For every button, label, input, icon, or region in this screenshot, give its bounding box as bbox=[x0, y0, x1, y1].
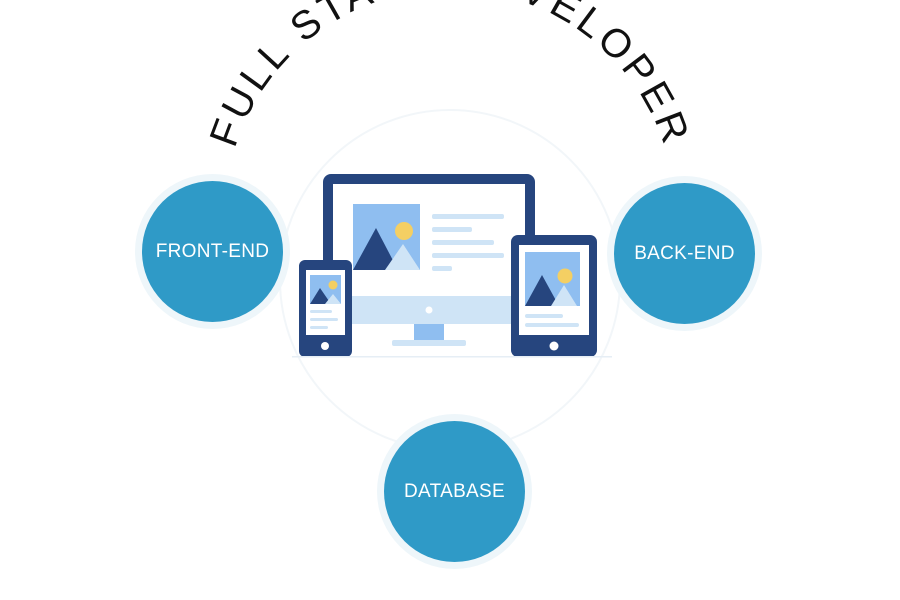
frontend-node: FRONT-END bbox=[135, 174, 290, 329]
backend-node: BACK-END bbox=[607, 176, 762, 331]
database-node: DATABASE bbox=[377, 414, 532, 569]
database-label: DATABASE bbox=[404, 480, 505, 502]
phone-icon bbox=[299, 260, 352, 357]
database-node-circle: DATABASE bbox=[384, 421, 525, 562]
responsive-devices-icon bbox=[292, 174, 612, 358]
backend-node-circle: BACK-END bbox=[614, 183, 755, 324]
frontend-label: FRONT-END bbox=[155, 240, 270, 262]
diagram-title: FULL STACK DEVELOPER bbox=[202, 0, 699, 152]
frontend-node-circle: FRONT-END bbox=[142, 181, 283, 322]
backend-label: BACK-END bbox=[634, 242, 735, 264]
tablet-icon bbox=[511, 235, 597, 357]
diagram-title-text: FULL STACK DEVELOPER bbox=[202, 0, 695, 152]
monitor-icon bbox=[323, 174, 535, 346]
